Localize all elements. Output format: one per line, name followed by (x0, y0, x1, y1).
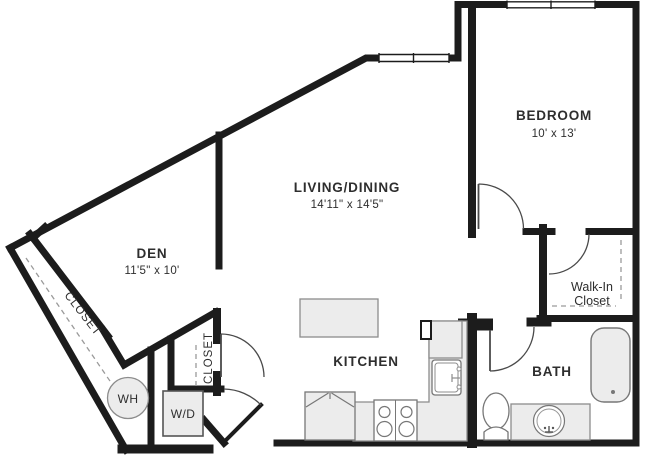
water-heater-circle (106, 376, 150, 420)
den-closet-top-cap (28, 222, 50, 243)
washer-dryer-label: W/D (171, 407, 196, 421)
living-window (378, 52, 450, 64)
washer-dryer-box (162, 390, 204, 437)
entry-jog-wall (199, 415, 229, 448)
den-label: DEN (137, 246, 168, 261)
walkin-label-line1: Walk-In (571, 280, 613, 294)
kitchen-island (299, 298, 379, 338)
den-closet-inner-wall (25, 229, 113, 341)
stove (373, 399, 418, 442)
wall-end-stub (420, 320, 432, 340)
windows (378, 0, 596, 64)
outer-wall-lower-left-diagonal (5, 243, 131, 455)
refrigerator (304, 391, 356, 441)
walkin-closet-door (548, 233, 590, 275)
fixtures (50, 261, 631, 442)
den-south-diagonal-wall (98, 307, 221, 370)
den-closet-rod (25, 257, 113, 385)
hall-closet-door (220, 333, 265, 378)
closet-door-pivot (85, 307, 95, 317)
bedroom-door (477, 183, 525, 230)
kitchen-cabinet (428, 320, 463, 359)
bath-sink (532, 404, 566, 438)
living-dining-label: LIVING/DINING (294, 180, 400, 195)
outer-wall (5, 1, 640, 447)
bedroom-dims: 10' x 13' (532, 128, 577, 140)
kitchen-label: KITCHEN (333, 354, 399, 369)
doors (220, 183, 590, 406)
closet-door-pivot (50, 261, 60, 271)
kitchen-sink (431, 359, 462, 396)
labels: BEDROOM 10' x 13' LIVING/DINING 14'11" x… (62, 108, 613, 421)
den-dims: 11'5" x 10' (124, 265, 179, 277)
dashed-lines (25, 240, 622, 386)
walls (5, 1, 640, 455)
bath-door (489, 326, 535, 372)
hall-closet-label: CLOSET (203, 332, 215, 384)
toilet (482, 392, 510, 441)
entry-door-leaf (221, 402, 264, 445)
bedroom-window (506, 0, 596, 10)
bath-vanity (510, 403, 591, 441)
water-heater-label: WH (118, 392, 139, 406)
bath-label: BATH (532, 364, 572, 379)
bedroom-label: BEDROOM (516, 108, 592, 123)
tub-drain (611, 390, 615, 394)
bathtub (590, 327, 631, 403)
entry-door-swing (223, 388, 262, 406)
living-dining-dims: 14'11" x 14'5" (311, 199, 384, 211)
walkin-label-line2: Closet (574, 294, 610, 308)
